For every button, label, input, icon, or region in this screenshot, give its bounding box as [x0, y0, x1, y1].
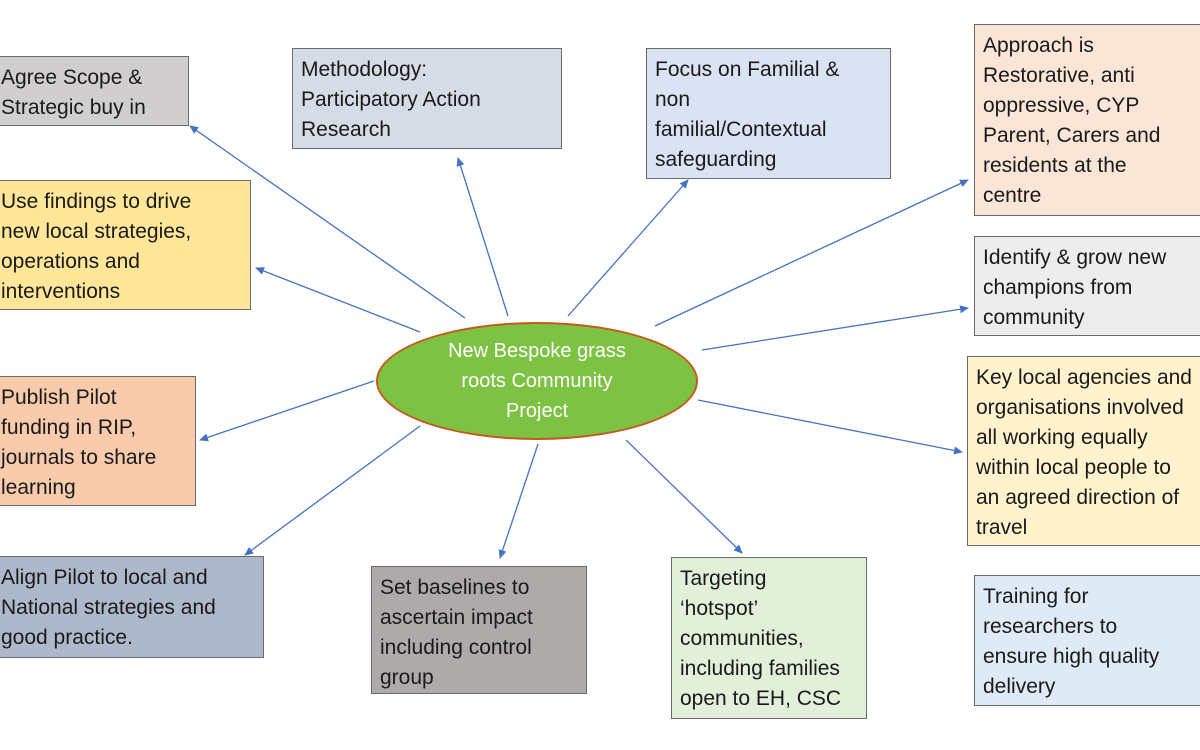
arrow-to-identify	[701, 305, 969, 351]
align-pilot-box: Align Pilot to local and National strate…	[0, 556, 264, 658]
arrow-to-approach	[654, 179, 969, 327]
arrow-to-baselines	[498, 443, 539, 559]
arrow-to-scope	[189, 125, 466, 319]
targeting-box: Targeting ‘hotspot’ communities, includi…	[671, 557, 867, 719]
identify-champions-box: Identify & grow new champions from commu…	[974, 236, 1200, 336]
arrow-to-familial	[567, 179, 689, 317]
approach-box: Approach is Restorative, anti oppressive…	[974, 24, 1200, 216]
arrow-to-agencies	[697, 399, 963, 455]
publish-pilot-box: Publish Pilot funding in RIP, journals t…	[0, 376, 196, 506]
familial-safeguarding-box: Focus on Familial & non familial/Context…	[646, 48, 891, 179]
baselines-box: Set baselines to ascertain impact includ…	[371, 566, 587, 694]
center-line-2: roots Community	[461, 370, 613, 392]
central-project-node: New Bespoke grass roots Community Projec…	[376, 322, 698, 440]
arrow-to-align	[244, 425, 421, 556]
center-line-1: New Bespoke grass	[448, 340, 626, 362]
key-agencies-box: Key local agencies and organisations inv…	[967, 356, 1200, 546]
methodology-box: Methodology: Participatory Action Resear…	[292, 48, 562, 149]
findings-box: Use findings to drive new local strategi…	[0, 180, 251, 310]
training-box: Training for researchers to ensure high …	[974, 575, 1200, 706]
arrow-to-publish	[199, 380, 375, 442]
center-line-3: Project	[505, 400, 569, 422]
arrow-to-targeting	[625, 439, 743, 554]
arrow-to-methodology	[456, 157, 509, 317]
scope-box: Agree Scope & Strategic buy in	[0, 56, 189, 126]
arrow-to-findings	[255, 267, 421, 333]
